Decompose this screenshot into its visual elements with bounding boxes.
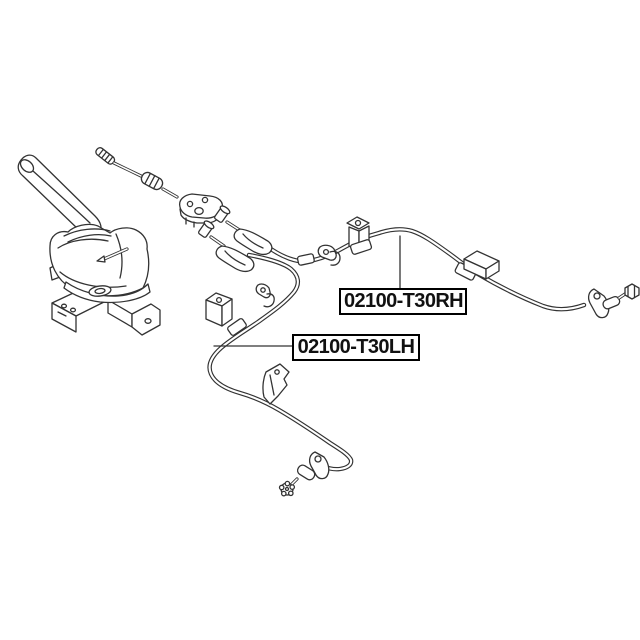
rh-clamp-bracket-drawing (317, 244, 341, 266)
rear-cable-lh-drawing (205, 245, 354, 497)
lh-cable-sleeve (227, 318, 247, 336)
adjuster-spring-drawing (140, 171, 164, 191)
rh-cable-end-drawing (587, 283, 640, 319)
front-cable-drawing (95, 147, 179, 199)
handbrake-body-drawing (49, 223, 151, 304)
lh-clamp-bracket-drawing (255, 283, 275, 308)
handbrake-lever-drawing (17, 154, 161, 336)
clevis-pins-drawing (198, 205, 243, 248)
part-number-callout-lh[interactable]: 02100-T30LH (292, 334, 420, 361)
cable-end-connector-rh-drawing (233, 228, 273, 256)
rh-cable-sleeve-1 (296, 253, 315, 266)
lh-box-bracket-drawing (205, 292, 233, 327)
release-rod-drawing (96, 247, 129, 263)
rear-cable-rh-drawing (233, 216, 640, 319)
cable-end-connector-lh-drawing (215, 245, 255, 273)
part-number-callout-rh[interactable]: 02100-T30RH (339, 288, 467, 315)
lh-flag-bracket-drawing (262, 363, 290, 405)
rh-post-bracket-drawing (346, 216, 373, 255)
lh-cable-end-drawing (278, 451, 330, 497)
handbrake-grip-drawing (17, 154, 102, 239)
rh-box-bracket-drawing (454, 250, 500, 281)
lh-star-end-drawing (278, 480, 296, 497)
equalizer-bracket-drawing (178, 193, 224, 228)
